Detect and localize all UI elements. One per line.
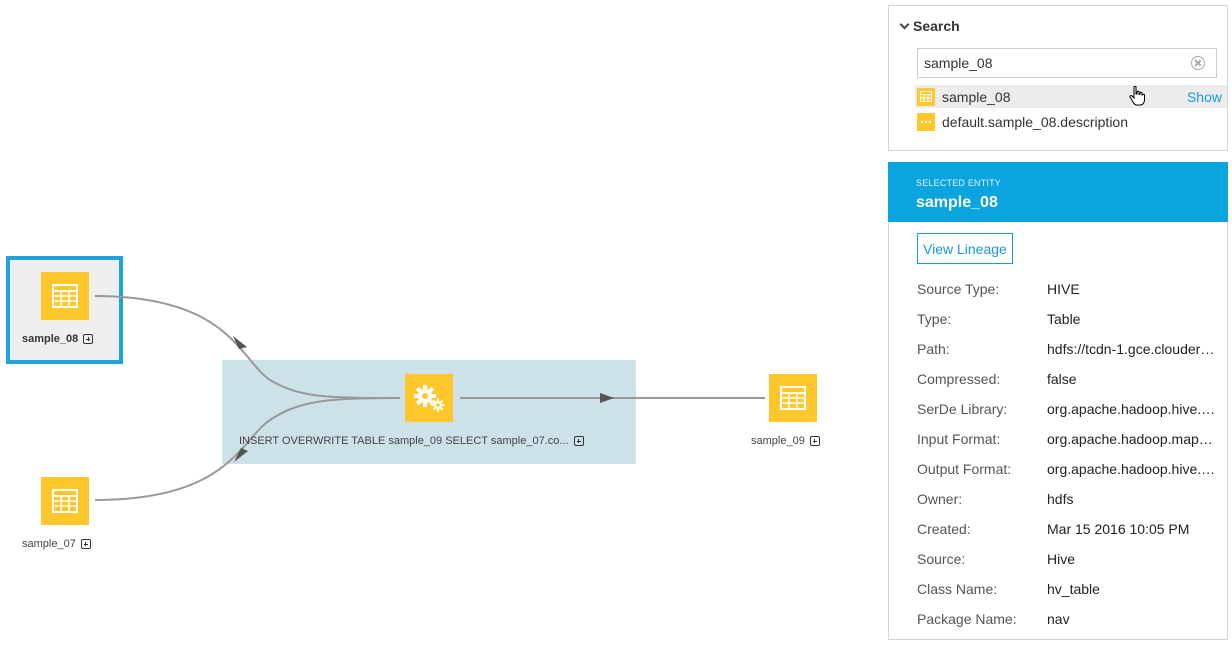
expand-icon[interactable] (80, 539, 91, 549)
lineage-edges (94, 295, 765, 501)
property-key: Class Name: (917, 581, 998, 597)
property-value: org.apache.hadoop.hive.serde2.lazy.LazyS… (1047, 401, 1217, 417)
show-link[interactable]: Show (1186, 88, 1222, 105)
table-icon[interactable] (769, 374, 817, 422)
node-label: sample_08 (22, 333, 79, 345)
property-value: hv_table (1047, 581, 1100, 597)
property-row: SerDe Library: org.apache.hadoop.hive.ser… (917, 401, 1222, 421)
search-box (917, 48, 1217, 78)
table-icon (917, 87, 935, 106)
arrowhead-1 (233, 336, 247, 349)
expand-icon[interactable] (573, 436, 584, 446)
property-row: Created: Mar 15 2016 10:05 PM (917, 521, 1222, 541)
hand-cursor-icon (1129, 85, 1145, 109)
property-value: HIVE (1047, 281, 1080, 297)
property-key: Package Name: (917, 611, 1017, 627)
search-result-label[interactable]: default.sample_08.description (942, 113, 1129, 130)
selected-entity-kicker: SELECTED ENTITY (916, 178, 1002, 188)
property-value: Hive (1047, 551, 1076, 567)
node-sample-08[interactable]: sample_08 (22, 333, 94, 345)
property-value: org.apache.hadoop.hive.ql.io.HiveIgnoreK… (1047, 461, 1217, 477)
property-row: Owner: hdfs (917, 491, 1222, 511)
chevron-down-icon[interactable] (899, 19, 910, 29)
property-value: false (1047, 371, 1077, 387)
property-row: Type: Table (917, 311, 1222, 331)
property-row: Output Format: org.apache.hadoop.hive.ql.… (917, 461, 1222, 481)
property-row: Input Format: org.apache.hadoop.mapred.Te… (917, 431, 1222, 451)
property-key: Source Type: (917, 281, 1000, 297)
property-key: Source: (917, 551, 966, 567)
property-value: hdfs://tcdn-1.gce.cloudera.com:8020/user… (1047, 341, 1217, 357)
table-icon[interactable] (41, 477, 89, 525)
selected-entity-header: SELECTED ENTITY sample_08 (888, 162, 1228, 222)
node-label: sample_09 (751, 435, 805, 447)
node-sample-09[interactable]: sample_09 (751, 435, 820, 447)
search-panel: Search sample_08 Show (888, 5, 1228, 151)
property-key: Owner: (917, 491, 963, 507)
property-value: nav (1047, 611, 1070, 627)
column-icon (917, 112, 935, 131)
arrowhead-2 (234, 448, 248, 462)
property-value: Table (1047, 311, 1081, 327)
search-result-item[interactable]: default.sample_08.description (915, 110, 1227, 133)
arrowhead-3 (600, 393, 614, 403)
search-result-label[interactable]: sample_08 (942, 88, 1011, 105)
property-key: Output Format: (917, 461, 1012, 477)
property-row: Package Name: nav (917, 611, 1222, 631)
lineage-canvas[interactable]: sample_08 sample_07 (0, 0, 880, 647)
property-key: SerDe Library: (917, 401, 1008, 417)
node-label: sample_07 (22, 538, 76, 550)
property-row: Compressed: false (917, 371, 1222, 391)
clear-search-icon[interactable] (1191, 56, 1205, 70)
table-icon[interactable] (41, 272, 89, 320)
view-lineage-button[interactable]: View Lineage (917, 233, 1013, 264)
search-header[interactable]: Search (899, 18, 960, 34)
property-key: Created: (917, 521, 971, 537)
search-result-item[interactable]: sample_08 Show (915, 85, 1227, 108)
property-value: org.apache.hadoop.mapred.TextInputFormat (1047, 431, 1217, 447)
gears-icon[interactable] (405, 374, 453, 422)
property-key: Input Format: (917, 431, 1001, 447)
property-row: Source Type: HIVE (917, 281, 1222, 301)
property-value: Mar 15 2016 10:05 PM (1047, 521, 1190, 537)
property-row: Source: Hive (917, 551, 1222, 571)
search-input[interactable] (918, 55, 1184, 71)
node-operation[interactable]: INSERT OVERWRITE TABLE sample_09 SELECT … (239, 435, 584, 447)
expand-icon[interactable] (83, 334, 94, 344)
property-key: Compressed: (917, 371, 1001, 387)
search-header-label: Search (913, 18, 960, 34)
property-row: Class Name: hv_table (917, 581, 1222, 601)
property-key: Type: (917, 311, 952, 327)
expand-icon[interactable] (809, 436, 820, 446)
property-value: hdfs (1047, 491, 1074, 507)
node-label: INSERT OVERWRITE TABLE sample_09 SELECT … (239, 435, 569, 447)
selected-entity-name: sample_08 (916, 194, 998, 211)
edge-sample-07-to-operation (94, 397, 401, 501)
edge-sample-08-to-operation (94, 295, 401, 399)
property-key: Path: (917, 341, 950, 357)
node-sample-07[interactable]: sample_07 (22, 538, 91, 550)
property-row: Path: hdfs://tcdn-1.gce.cloudera.com:8020… (917, 341, 1222, 361)
